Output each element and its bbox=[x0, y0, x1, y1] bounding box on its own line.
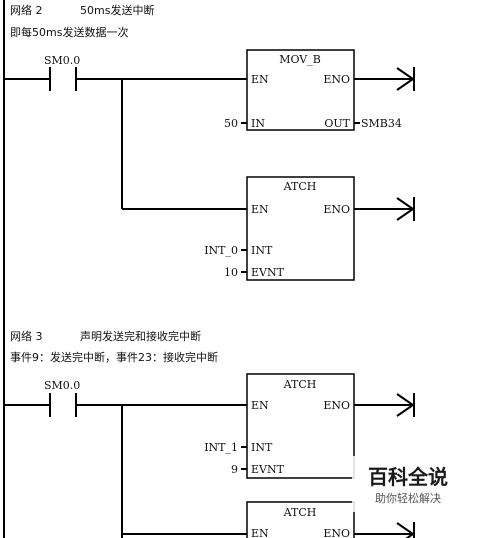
n2-atch-en: EN bbox=[251, 203, 269, 216]
watermark-sub: 助你轻松解决 bbox=[375, 491, 441, 505]
n3-atch1-eno-arrow bbox=[396, 393, 415, 417]
n2-atch-int-label: INT bbox=[251, 244, 273, 257]
network2-title: 网络 2 bbox=[10, 3, 43, 17]
n3-atch2-box[interactable] bbox=[246, 501, 355, 538]
n3-atch2-eno: ENO bbox=[323, 527, 350, 538]
mov-b-in-label: IN bbox=[251, 117, 265, 130]
mov-b-eno-arrow bbox=[396, 67, 415, 91]
mov-b-en: EN bbox=[251, 73, 269, 86]
n2-atch-box[interactable] bbox=[246, 176, 355, 281]
network3-comment: 事件9：发送完中断，事件23：接收完中断 bbox=[10, 350, 218, 364]
mov-b-out-label: OUT bbox=[324, 117, 350, 130]
mov-b-name: MOV_B bbox=[279, 53, 321, 66]
network2-contact-label: SM0.0 bbox=[44, 54, 80, 67]
n3-atch2-name: ATCH bbox=[283, 506, 317, 519]
n2-atch-int-value: INT_0 bbox=[204, 244, 238, 257]
n2-atch-eno-arrow bbox=[396, 197, 415, 221]
n3-atch1-name: ATCH bbox=[283, 378, 317, 391]
n3-atch1-int-label: INT bbox=[251, 441, 273, 454]
network3-contact-label: SM0.0 bbox=[44, 379, 80, 392]
watermark-backdrop bbox=[352, 456, 464, 512]
n3-atch1-en: EN bbox=[251, 399, 269, 412]
mov-b-out-value: SMB34 bbox=[361, 117, 402, 130]
n3-atch1-eno: ENO bbox=[323, 399, 350, 412]
n3-atch2-eno-arrow bbox=[396, 522, 415, 538]
mov-b-in-value: 50 bbox=[224, 117, 238, 130]
n2-atch-evnt-value: 10 bbox=[224, 266, 238, 279]
network3-title: 网络 3 bbox=[10, 329, 43, 343]
n3-atch1-int-value: INT_1 bbox=[204, 441, 238, 454]
network2-title-detail: 50ms发送中断 bbox=[80, 3, 154, 17]
n2-atch-name: ATCH bbox=[283, 180, 317, 193]
network3-title-detail: 声明发送完和接收完中断 bbox=[80, 329, 201, 343]
network2-comment: 即每50ms发送数据一次 bbox=[10, 25, 128, 39]
mov-b-box[interactable] bbox=[246, 49, 355, 131]
n3-atch1-evnt-label: EVNT bbox=[251, 463, 285, 476]
n3-atch1-evnt-value: 9 bbox=[231, 463, 238, 476]
n3-atch1-box[interactable] bbox=[246, 373, 355, 479]
n2-atch-evnt-label: EVNT bbox=[251, 266, 285, 279]
watermark-main: 百科全说 bbox=[368, 465, 448, 489]
mov-b-eno: ENO bbox=[323, 73, 350, 86]
n3-atch2-en: EN bbox=[251, 527, 269, 538]
n2-atch-eno: ENO bbox=[323, 203, 350, 216]
